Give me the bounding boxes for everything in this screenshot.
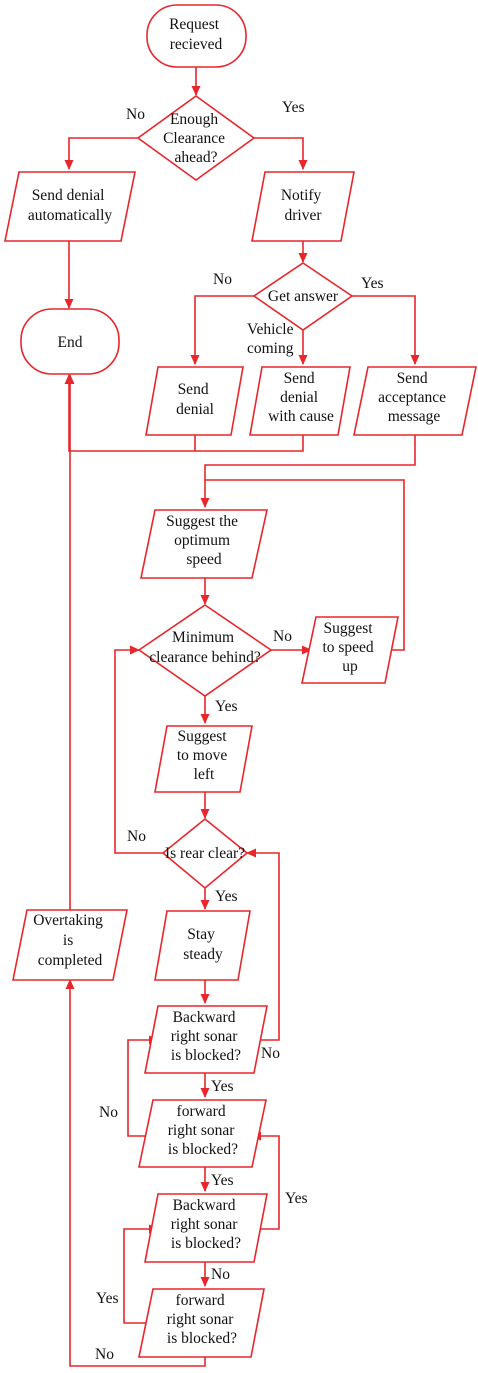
node-text-send-denial: Send denial xyxy=(176,381,214,418)
node-text-forward-sonar-1: forward right sonar is blocked? xyxy=(168,1103,239,1158)
node-text-request: Request recieved xyxy=(169,16,223,53)
edge-speed-up-loop xyxy=(205,479,405,651)
label-forward1-yes: Yes xyxy=(211,1172,234,1189)
node-clearance-ahead xyxy=(136,95,256,181)
edge-clearance-yes xyxy=(254,137,308,170)
label-clearance-no: No xyxy=(126,106,145,123)
node-rear-clear xyxy=(161,817,249,890)
node-text-send-denial-cause: Send denial with cause xyxy=(268,370,334,425)
node-forward-sonar-2 xyxy=(138,1288,265,1358)
label-backward2-no: No xyxy=(211,1266,230,1283)
node-min-clearance xyxy=(137,604,273,697)
label-answer-vehicle: Vehicle coming xyxy=(247,321,297,357)
node-backward-sonar-2 xyxy=(144,1193,268,1263)
node-text-suggest-speed: Suggest the optimum speed xyxy=(166,513,242,568)
label-backward1-yes: Yes xyxy=(211,1078,234,1095)
label-forward2-yes: Yes xyxy=(96,1290,119,1307)
node-text-end: End xyxy=(58,334,83,351)
label-clearance-yes: Yes xyxy=(282,99,305,116)
node-text-forward-sonar-2: forward right sonar is blocked? xyxy=(167,1292,238,1347)
label-answer-no: No xyxy=(213,271,232,288)
node-text-send-acceptance: Send acceptance message xyxy=(378,370,450,425)
edge-forward1-no-loop xyxy=(127,1035,159,1137)
node-send-denial xyxy=(145,366,244,436)
edge-forward2-no-to-completed xyxy=(65,979,206,1367)
node-stay-steady xyxy=(154,910,251,981)
node-text-backward-sonar-1: Backward right sonar is blocked? xyxy=(171,1009,242,1064)
edge-backward2-yes-loop xyxy=(251,1131,280,1230)
node-text-stay-steady: Stay steady xyxy=(183,926,223,963)
edges xyxy=(64,67,420,1367)
edge-answer-yes xyxy=(352,295,420,365)
node-send-acceptance xyxy=(353,366,477,436)
label-forward2-no: No xyxy=(95,1346,114,1363)
node-forward-sonar-1 xyxy=(138,1099,267,1168)
edge-forward2-yes-loop xyxy=(123,1224,159,1324)
label-forward1-no: No xyxy=(99,1104,118,1121)
edge-clearance-no xyxy=(64,137,138,170)
node-suggest-speed-up xyxy=(301,616,399,684)
node-text-rear-clear: Is rear clear? xyxy=(165,845,245,862)
node-send-denial-cause xyxy=(249,366,351,436)
label-answer-yes: Yes xyxy=(361,275,384,292)
node-text-speed-up: Suggest to speed up xyxy=(322,620,377,675)
edge-backward1-no-loop xyxy=(246,848,280,1041)
edge-denials-to-end xyxy=(64,374,196,452)
edge-denial-cause-join xyxy=(195,435,304,452)
label-rear-yes: Yes xyxy=(215,888,238,905)
label-rear-no: No xyxy=(127,828,146,845)
node-text-get-answer: Get answer xyxy=(268,288,339,305)
edge-labels: No Yes No Vehicle coming Yes No Yes No Y… xyxy=(95,99,384,1363)
node-get-answer xyxy=(252,262,354,331)
node-overtaking-completed xyxy=(12,909,128,981)
node-labels: Request recieved Enough Clearance ahead?… xyxy=(28,16,450,1347)
node-backward-sonar-1 xyxy=(144,1005,268,1074)
edge-rear-no-loop xyxy=(114,645,163,854)
node-text-notify: Notify driver xyxy=(281,187,325,224)
node-text-move-left: Suggest to move left xyxy=(177,728,231,783)
label-backward1-no: No xyxy=(261,1045,280,1062)
node-text-overtaking: Overtaking is completed xyxy=(33,912,107,969)
node-notify-driver xyxy=(251,171,355,242)
node-request-received xyxy=(146,4,247,68)
label-min-clearance-no: No xyxy=(273,628,292,645)
node-suggest-speed xyxy=(140,509,268,579)
node-text-send-denial-auto: Send denial automatically xyxy=(28,187,113,224)
node-text-min-clearance: Minimum clearance behind? xyxy=(149,629,261,666)
node-send-denial-auto xyxy=(4,171,136,242)
node-text-backward-sonar-2: Backward right sonar is blocked? xyxy=(171,1197,242,1252)
edge-acceptance-to-speed xyxy=(200,435,416,508)
label-backward2-yes: Yes xyxy=(285,1190,308,1207)
label-min-clearance-yes: Yes xyxy=(215,698,238,715)
node-text-clearance: Enough Clearance ahead? xyxy=(163,111,229,166)
nodes xyxy=(4,4,477,1358)
node-end xyxy=(20,308,120,375)
node-suggest-move-left xyxy=(154,725,253,793)
edge-answer-no xyxy=(190,295,254,365)
